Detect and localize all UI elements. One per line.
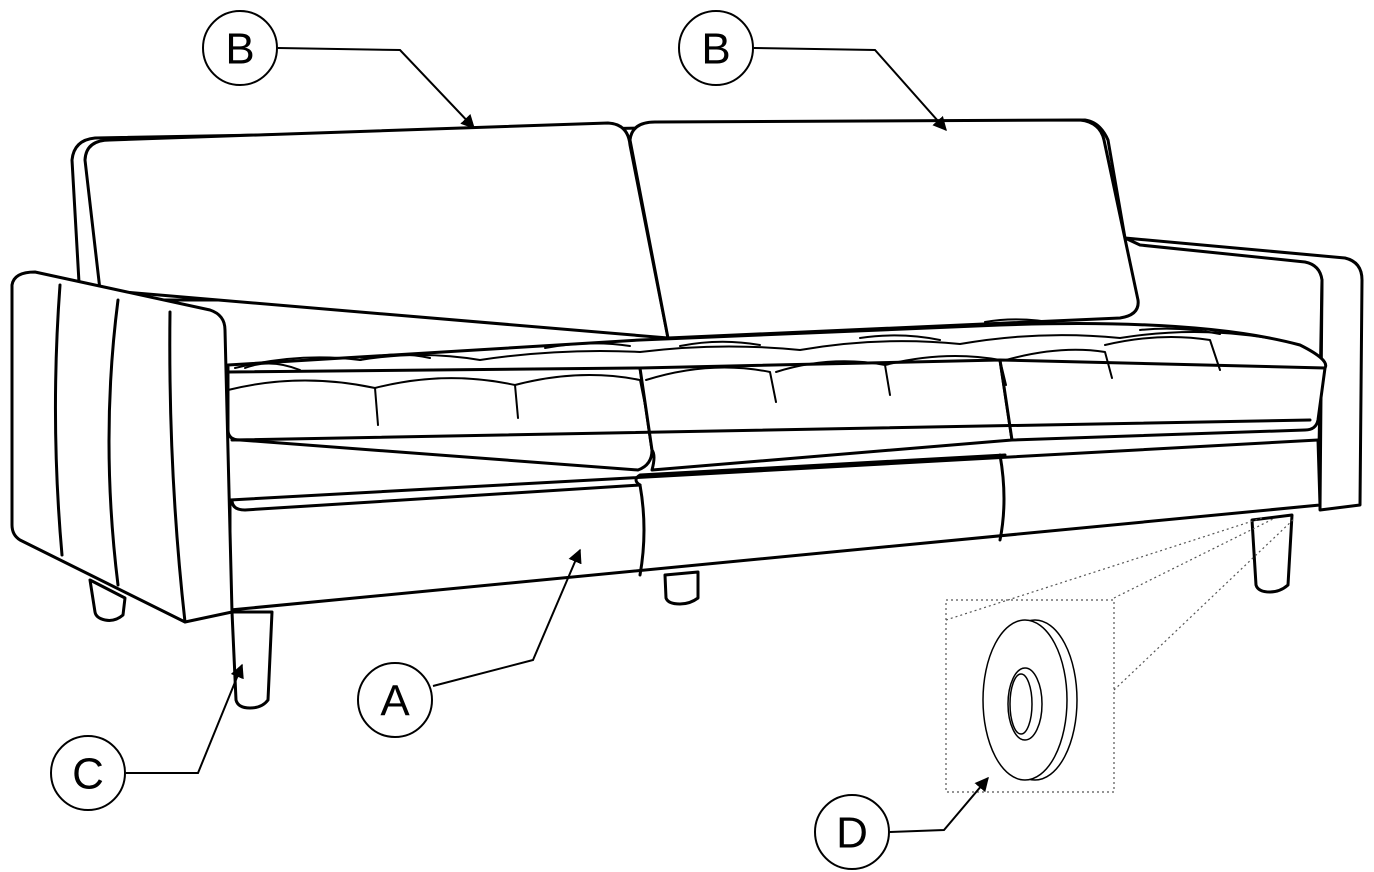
leader-b-left xyxy=(277,47,475,130)
leg-right xyxy=(1250,513,1294,594)
callout-c-label: C xyxy=(72,750,104,799)
callout-b-left-label: B xyxy=(225,25,254,74)
inset-guide-lines xyxy=(945,517,1296,691)
callout-a: A xyxy=(357,662,433,738)
sofa-illustration xyxy=(10,118,1364,710)
leg-middle xyxy=(663,570,700,606)
callout-d-label: D xyxy=(836,809,868,858)
leg-pad xyxy=(982,619,1078,781)
seat-cushion-left xyxy=(226,366,654,472)
front-rail xyxy=(228,438,1322,612)
back-cushion-right xyxy=(628,118,1140,340)
callout-b-right-label: B xyxy=(701,25,730,74)
seat-cushion-right xyxy=(998,358,1327,442)
leg-front-left xyxy=(230,610,274,710)
leader-c xyxy=(126,663,244,774)
leg-pad-inset xyxy=(945,517,1296,793)
callout-a-label: A xyxy=(380,677,410,726)
leader-d xyxy=(889,776,989,833)
left-arm xyxy=(10,270,234,624)
callout-b-left: B xyxy=(202,10,278,86)
leader-b-right xyxy=(753,47,947,132)
seat-tufting xyxy=(234,318,1281,371)
leader-lines xyxy=(126,47,989,833)
callout-b-right: B xyxy=(678,10,754,86)
right-arm xyxy=(1123,236,1364,512)
callout-d: D xyxy=(814,794,890,870)
leader-a xyxy=(432,548,582,687)
callout-c: C xyxy=(50,735,126,811)
leg-back-left xyxy=(88,578,127,622)
seat-cushion-middle xyxy=(638,358,1014,472)
